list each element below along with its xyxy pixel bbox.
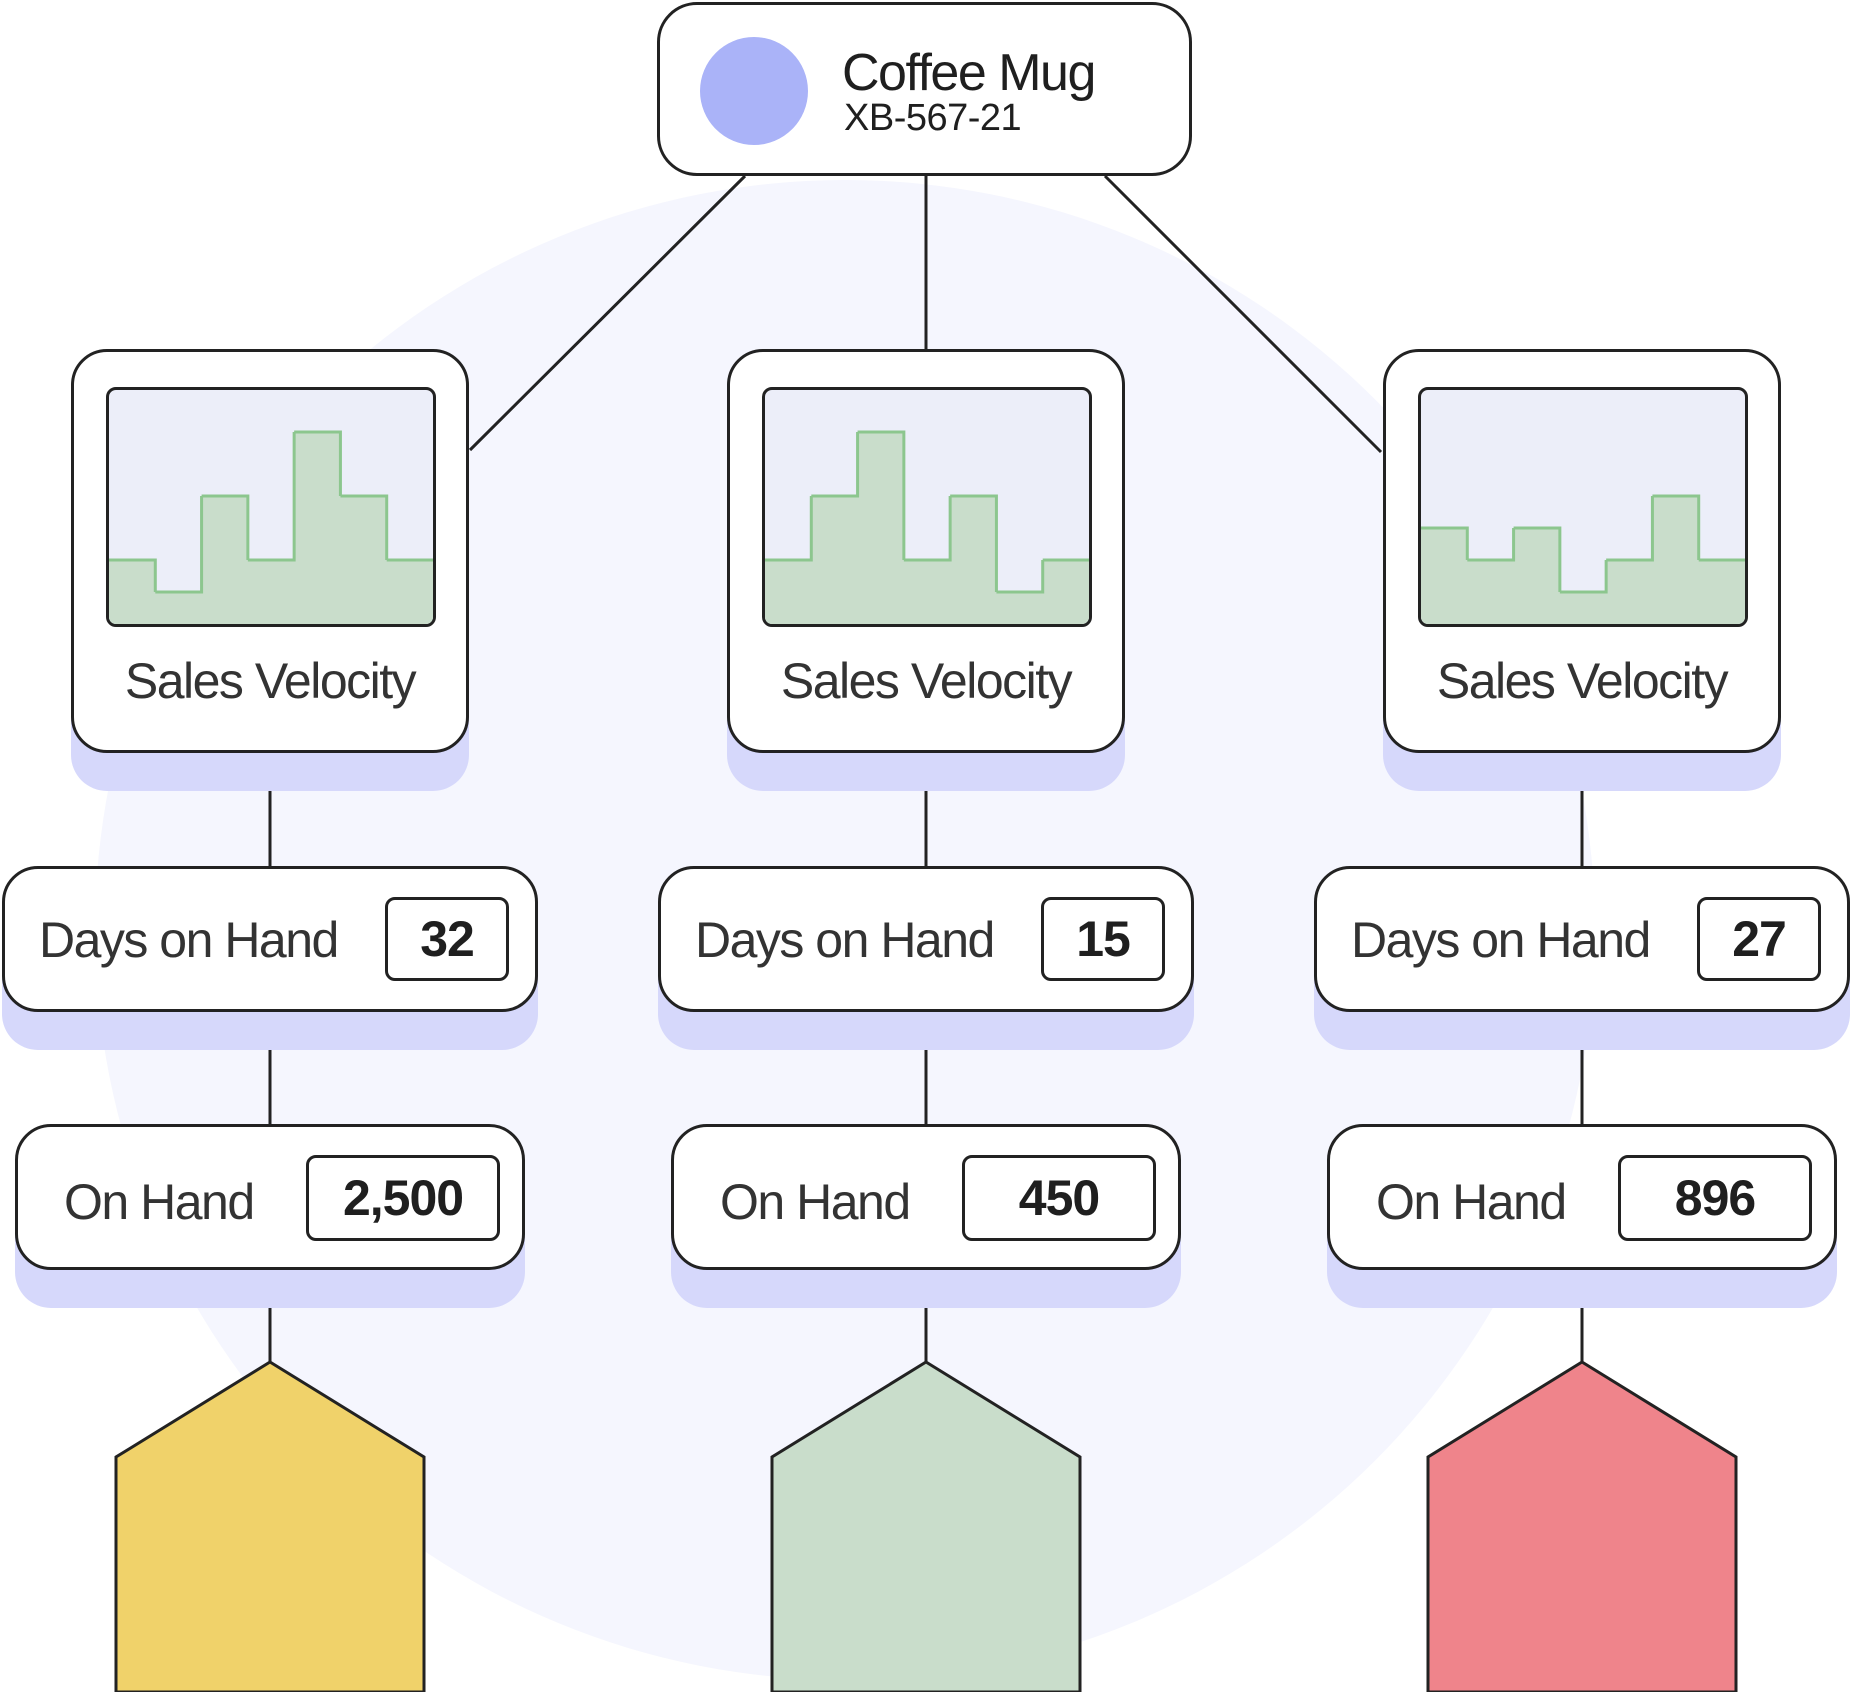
sales-velocity-step xyxy=(857,430,906,560)
days-on-hand-value: 15 xyxy=(1041,897,1165,981)
sales-velocity-step xyxy=(765,496,813,562)
product-sku: XB-567-21 xyxy=(844,97,1022,139)
warehouse-icon-right[interactable] xyxy=(1426,1360,1738,1692)
connector-product-left xyxy=(468,174,747,452)
sales-velocity-step xyxy=(1559,560,1608,594)
product-name: Coffee Mug xyxy=(842,44,1096,102)
product-avatar xyxy=(700,37,808,145)
sales-velocity-step xyxy=(1467,528,1516,562)
sales-velocity-step xyxy=(996,560,1045,594)
days-on-hand-value: 32 xyxy=(385,897,509,981)
days-on-hand-card-center[interactable]: Days on Hand 15 xyxy=(658,866,1194,1012)
days-on-hand-card-right[interactable]: Days on Hand 27 xyxy=(1314,866,1850,1012)
days-on-hand-card-left[interactable]: Days on Hand 32 xyxy=(2,866,538,1012)
sales-velocity-step xyxy=(1421,526,1469,560)
connector-product-right xyxy=(1103,174,1383,454)
sales-velocity-step xyxy=(903,496,952,562)
sales-velocity-chart-left xyxy=(106,387,436,627)
on-hand-value: 896 xyxy=(1618,1155,1812,1241)
sales-velocity-area xyxy=(765,432,1089,624)
sales-velocity-step xyxy=(811,432,860,498)
sales-velocity-area xyxy=(1421,496,1745,624)
sales-velocity-chart-right xyxy=(1418,387,1748,627)
on-hand-card-right[interactable]: On Hand 896 xyxy=(1327,1124,1837,1270)
sales-velocity-label: Sales Velocity xyxy=(780,653,1073,709)
days-on-hand-value: 27 xyxy=(1697,897,1821,981)
sales-velocity-label: Sales Velocity xyxy=(1436,653,1729,709)
on-hand-value: 450 xyxy=(962,1155,1156,1241)
warehouse-icon-center[interactable] xyxy=(770,1360,1082,1692)
sales-velocity-step xyxy=(1513,526,1562,592)
sales-velocity-step xyxy=(340,494,389,560)
sales-velocity-step xyxy=(155,496,204,594)
sales-velocity-step xyxy=(247,432,296,562)
on-hand-card-center[interactable]: On Hand 450 xyxy=(671,1124,1181,1270)
days-on-hand-label: Days on Hand xyxy=(39,912,339,968)
days-on-hand-label: Days on Hand xyxy=(1351,912,1651,968)
sales-velocity-card-center[interactable]: Sales Velocity xyxy=(727,349,1125,753)
sales-velocity-step xyxy=(201,494,250,560)
on-hand-card-left[interactable]: On Hand 2,500 xyxy=(15,1124,525,1270)
sales-velocity-label: Sales Velocity xyxy=(124,653,417,709)
sales-velocity-step xyxy=(950,494,998,592)
warehouse-icon-left[interactable] xyxy=(114,1360,426,1692)
sales-velocity-step xyxy=(294,430,342,496)
on-hand-label: On Hand xyxy=(720,1174,911,1230)
sales-velocity-card-left[interactable]: Sales Velocity xyxy=(71,349,469,753)
on-hand-label: On Hand xyxy=(64,1174,255,1230)
sales-velocity-area xyxy=(109,432,433,624)
days-on-hand-label: Days on Hand xyxy=(695,912,995,968)
sales-velocity-card-right[interactable]: Sales Velocity xyxy=(1383,349,1781,753)
sales-velocity-step xyxy=(1652,494,1701,560)
on-hand-label: On Hand xyxy=(1376,1174,1567,1230)
sales-velocity-chart-center xyxy=(762,387,1092,627)
sales-velocity-step xyxy=(109,558,157,592)
sales-velocity-step xyxy=(1606,496,1654,562)
product-card[interactable]: Coffee Mug XB-567-21 xyxy=(657,2,1192,176)
on-hand-value: 2,500 xyxy=(306,1155,500,1241)
